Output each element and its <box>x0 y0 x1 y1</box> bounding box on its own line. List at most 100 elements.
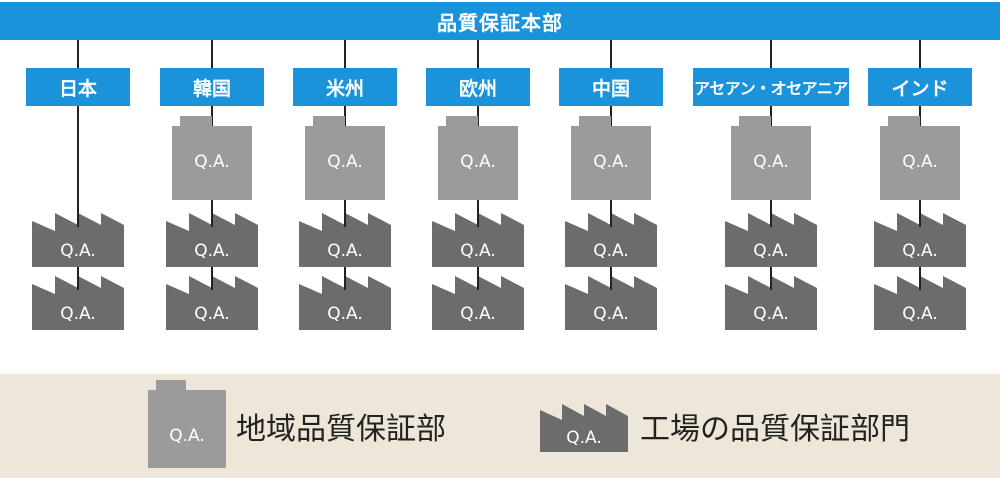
folder-icon <box>305 116 385 200</box>
connector-line-through-factory <box>610 276 612 290</box>
factory-qa-label: Q.A. <box>194 304 230 324</box>
region-name: 韓国 <box>192 77 231 100</box>
factory-icon <box>32 213 124 267</box>
factory-qa-label: Q.A. <box>593 241 629 261</box>
factory-qa-icon: Q.A. <box>432 276 524 330</box>
factory-icon <box>725 213 817 267</box>
regional-qa-label: Q.A. <box>753 152 789 172</box>
factory-qa-label: Q.A. <box>60 304 96 324</box>
regional-qa-icon: Q.A. <box>571 116 651 200</box>
factory-qa-icon: Q.A. <box>565 276 657 330</box>
connector-line-through-factory <box>477 213 479 227</box>
legend: Q.A. 地域品質保証部 Q.A. 工場の品質保証部門 <box>0 374 1000 478</box>
factory-icon <box>565 213 657 267</box>
factory-qa-label: Q.A. <box>593 304 629 324</box>
factory-qa-label: Q.A. <box>194 241 230 261</box>
legend-factory-qa-icon: Q.A. <box>540 404 628 452</box>
legend-regional-qa-icon-label: Q.A. <box>169 426 205 446</box>
headquarters-bar: 品質保証本部 <box>0 2 1000 40</box>
regional-qa-label: Q.A. <box>327 152 363 172</box>
region-name: アセアン・オセアニア <box>694 79 848 98</box>
factory-qa-label: Q.A. <box>460 304 496 324</box>
connector-line-hq-to-region <box>211 40 213 68</box>
legend-regional-qa-icon: Q.A. <box>148 380 226 468</box>
factory-qa-icon: Q.A. <box>166 276 258 330</box>
legend-factory-qa-icon-label: Q.A. <box>566 428 602 448</box>
factory-qa-icon: Q.A. <box>874 276 966 330</box>
factory-qa-icon: Q.A. <box>725 213 817 267</box>
legend-factory-qa-label: 工場の品質保証部門 <box>640 412 910 447</box>
region-box: 中国 <box>559 68 663 106</box>
connector-line-hq-to-region <box>610 40 612 68</box>
connector-line-hq-to-region <box>344 40 346 68</box>
factory-qa-label: Q.A. <box>753 241 789 261</box>
region-box: 米州 <box>293 68 397 106</box>
factory-qa-label: Q.A. <box>753 304 789 324</box>
regional-qa-icon: Q.A. <box>880 116 960 200</box>
region-box: 欧州 <box>426 68 530 106</box>
region-box: インド <box>868 68 972 106</box>
factory-qa-icon: Q.A. <box>725 276 817 330</box>
factory-icon <box>432 276 524 330</box>
connector-line-through-factory <box>211 213 213 227</box>
factory-qa-icon: Q.A. <box>299 276 391 330</box>
connector-line-hq-to-region <box>477 40 479 68</box>
factory-icon <box>565 276 657 330</box>
regional-qa-label: Q.A. <box>460 152 496 172</box>
region-name: 日本 <box>58 77 97 100</box>
connector-line-through-factory <box>477 276 479 290</box>
factory-icon <box>32 276 124 330</box>
factory-icon <box>166 213 258 267</box>
factory-qa-label: Q.A. <box>902 241 938 261</box>
factory-qa-label: Q.A. <box>60 241 96 261</box>
factory-icon <box>874 213 966 267</box>
factory-icon <box>432 213 524 267</box>
folder-icon <box>438 116 518 200</box>
connector-line-through-factory <box>211 276 213 290</box>
factory-icon <box>725 276 817 330</box>
connector-line-through-factory <box>919 213 921 227</box>
regional-qa-label: Q.A. <box>194 152 230 172</box>
folder-icon <box>571 116 651 200</box>
connector-line-hq-to-region <box>77 40 79 68</box>
factory-qa-icon: Q.A. <box>32 213 124 267</box>
factory-qa-icon: Q.A. <box>299 213 391 267</box>
connector-line-through-factory <box>770 213 772 227</box>
folder-icon <box>880 116 960 200</box>
factory-icon <box>299 213 391 267</box>
region-box: アセアン・オセアニア <box>693 68 849 106</box>
connector-line-through-factory <box>919 276 921 290</box>
folder-icon <box>172 116 252 200</box>
regional-qa-label: Q.A. <box>593 152 629 172</box>
region-name: 中国 <box>591 77 630 100</box>
connector-line-through-factory <box>344 213 346 227</box>
folder-icon <box>148 380 226 468</box>
region-name: 欧州 <box>458 77 497 100</box>
regional-qa-label: Q.A. <box>902 152 938 172</box>
connector-line-through-factory <box>770 276 772 290</box>
regional-qa-icon: Q.A. <box>438 116 518 200</box>
factory-qa-label: Q.A. <box>327 241 363 261</box>
connector-line-hq-to-region <box>770 40 772 68</box>
connector-line-through-factory <box>610 213 612 227</box>
factory-icon <box>874 276 966 330</box>
regional-qa-icon: Q.A. <box>172 116 252 200</box>
factory-qa-label: Q.A. <box>902 304 938 324</box>
factory-qa-icon: Q.A. <box>874 213 966 267</box>
region-box: 日本 <box>26 68 130 106</box>
connector-line-through-factory <box>77 276 79 290</box>
region-name: インド <box>891 77 949 100</box>
factory-qa-icon: Q.A. <box>565 213 657 267</box>
connector-line-through-factory <box>344 276 346 290</box>
factory-qa-label: Q.A. <box>327 304 363 324</box>
connector-line-through-factory <box>77 213 79 227</box>
factory-qa-label: Q.A. <box>460 241 496 261</box>
factory-qa-icon: Q.A. <box>166 213 258 267</box>
factory-qa-icon: Q.A. <box>432 213 524 267</box>
factory-icon <box>540 404 628 452</box>
legend-regional-qa-label: 地域品質保証部 <box>236 412 446 447</box>
factory-icon <box>166 276 258 330</box>
regional-qa-icon: Q.A. <box>731 116 811 200</box>
headquarters-label: 品質保証本部 <box>437 10 563 35</box>
